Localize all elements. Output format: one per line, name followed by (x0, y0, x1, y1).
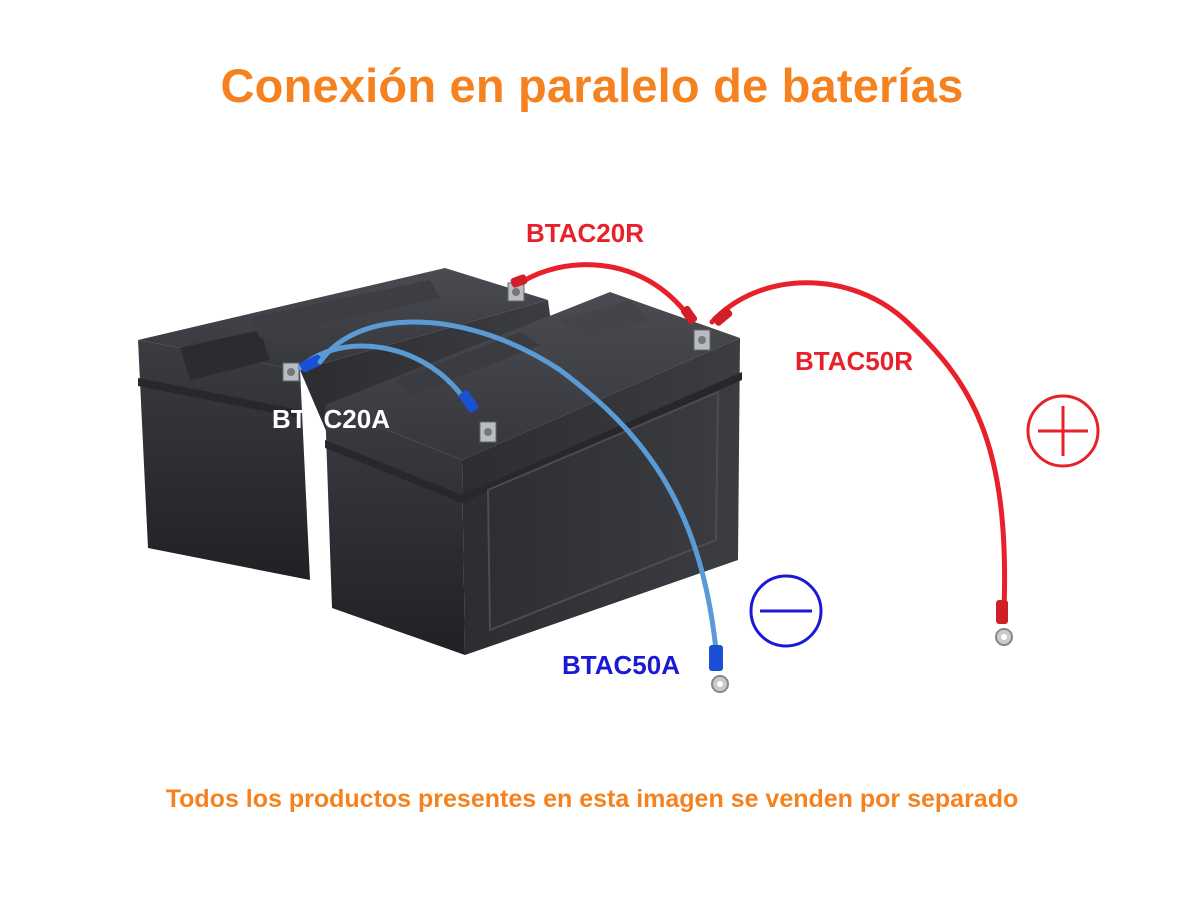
label-btac20a: BTAC20A (272, 404, 390, 434)
terminal-front-negative (479, 421, 497, 443)
battery-front (325, 292, 742, 655)
label-btac50a: BTAC50A (562, 650, 680, 680)
positive-symbol (1026, 394, 1100, 468)
terminal-back-negative (282, 362, 300, 382)
page-title: Conexión en paralelo de baterías (220, 59, 964, 112)
label-btac50r: BTAC50R (795, 346, 913, 376)
cable-btac20a (297, 343, 479, 413)
cable-btac50a (317, 319, 729, 693)
footer-note: Todos los productos presentes en esta im… (165, 785, 1019, 813)
negative-symbol (749, 574, 823, 648)
cable-btac50r (709, 280, 1013, 646)
cable-btac20r (510, 262, 698, 325)
terminal-front-positive (693, 329, 711, 351)
label-btac20r: BTAC20R (526, 218, 644, 248)
